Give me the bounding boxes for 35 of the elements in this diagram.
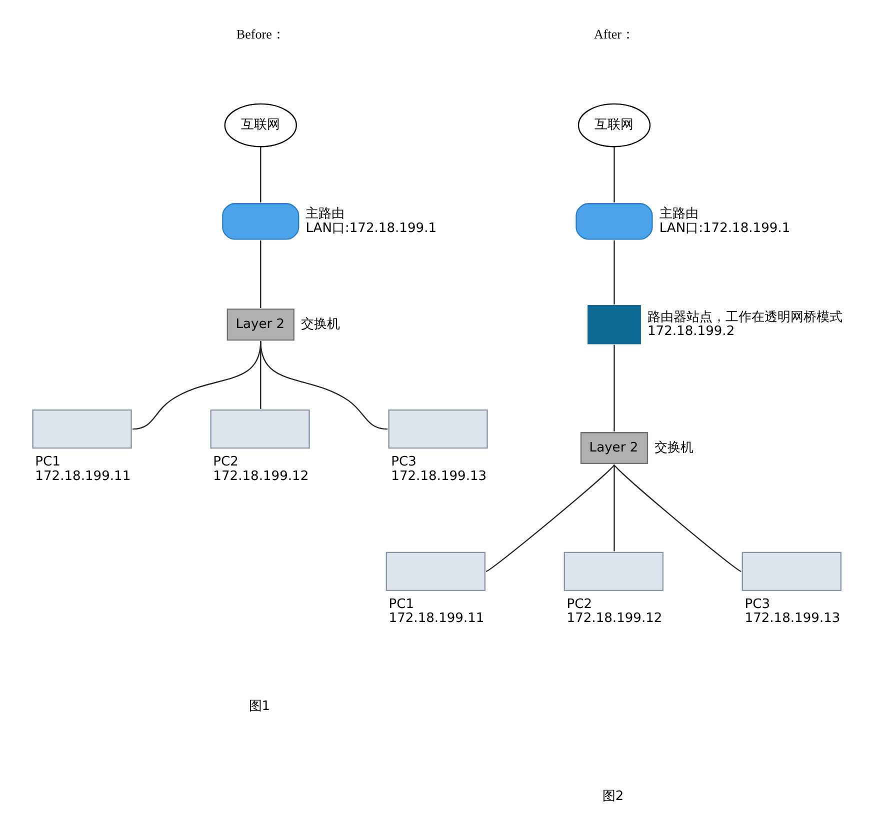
- node-label: PC2: [566, 596, 592, 612]
- node-label: 主路由: [306, 206, 345, 222]
- connector: [614, 146, 615, 202]
- connector: [614, 344, 615, 431]
- node-label: LAN口:172.18.199.1: [306, 220, 437, 236]
- node-label: 172.18.199.2: [647, 324, 735, 339]
- connector: [260, 240, 262, 308]
- node-label: 172.18.199.13: [391, 468, 487, 484]
- node-label: 172.18.199.12: [566, 610, 662, 626]
- node-label: 主路由: [659, 206, 698, 222]
- node-label: 交换机: [654, 440, 694, 455]
- label: 图2: [602, 788, 624, 804]
- node-label: 172.18.199.13: [744, 610, 840, 626]
- node-label: 路由器站点，工作在透明网桥模式: [647, 309, 842, 324]
- label: 图1: [248, 698, 270, 714]
- node-ellipse: 互联网: [224, 102, 297, 147]
- label: After：: [594, 26, 635, 41]
- node-label: 交换机: [300, 316, 340, 332]
- node-label: PC3: [744, 596, 770, 612]
- node-label: LAN口:172.18.199.1: [659, 220, 790, 236]
- node-ellipse: 互联网: [578, 102, 651, 147]
- connector: [614, 464, 615, 551]
- connector: [614, 464, 742, 572]
- node-label: PC1: [388, 596, 414, 612]
- node-label: 172.18.199.12: [213, 468, 309, 484]
- node-label: PC2: [213, 454, 238, 470]
- connector: [260, 340, 388, 430]
- connector: [260, 146, 262, 202]
- connector: [614, 240, 615, 304]
- label: Before：: [236, 26, 285, 41]
- node-label: PC1: [35, 454, 60, 470]
- node-label: PC3: [391, 454, 416, 470]
- node-label: 172.18.199.11: [35, 468, 131, 484]
- connector: [486, 464, 615, 572]
- node-label: 172.18.199.11: [388, 610, 484, 626]
